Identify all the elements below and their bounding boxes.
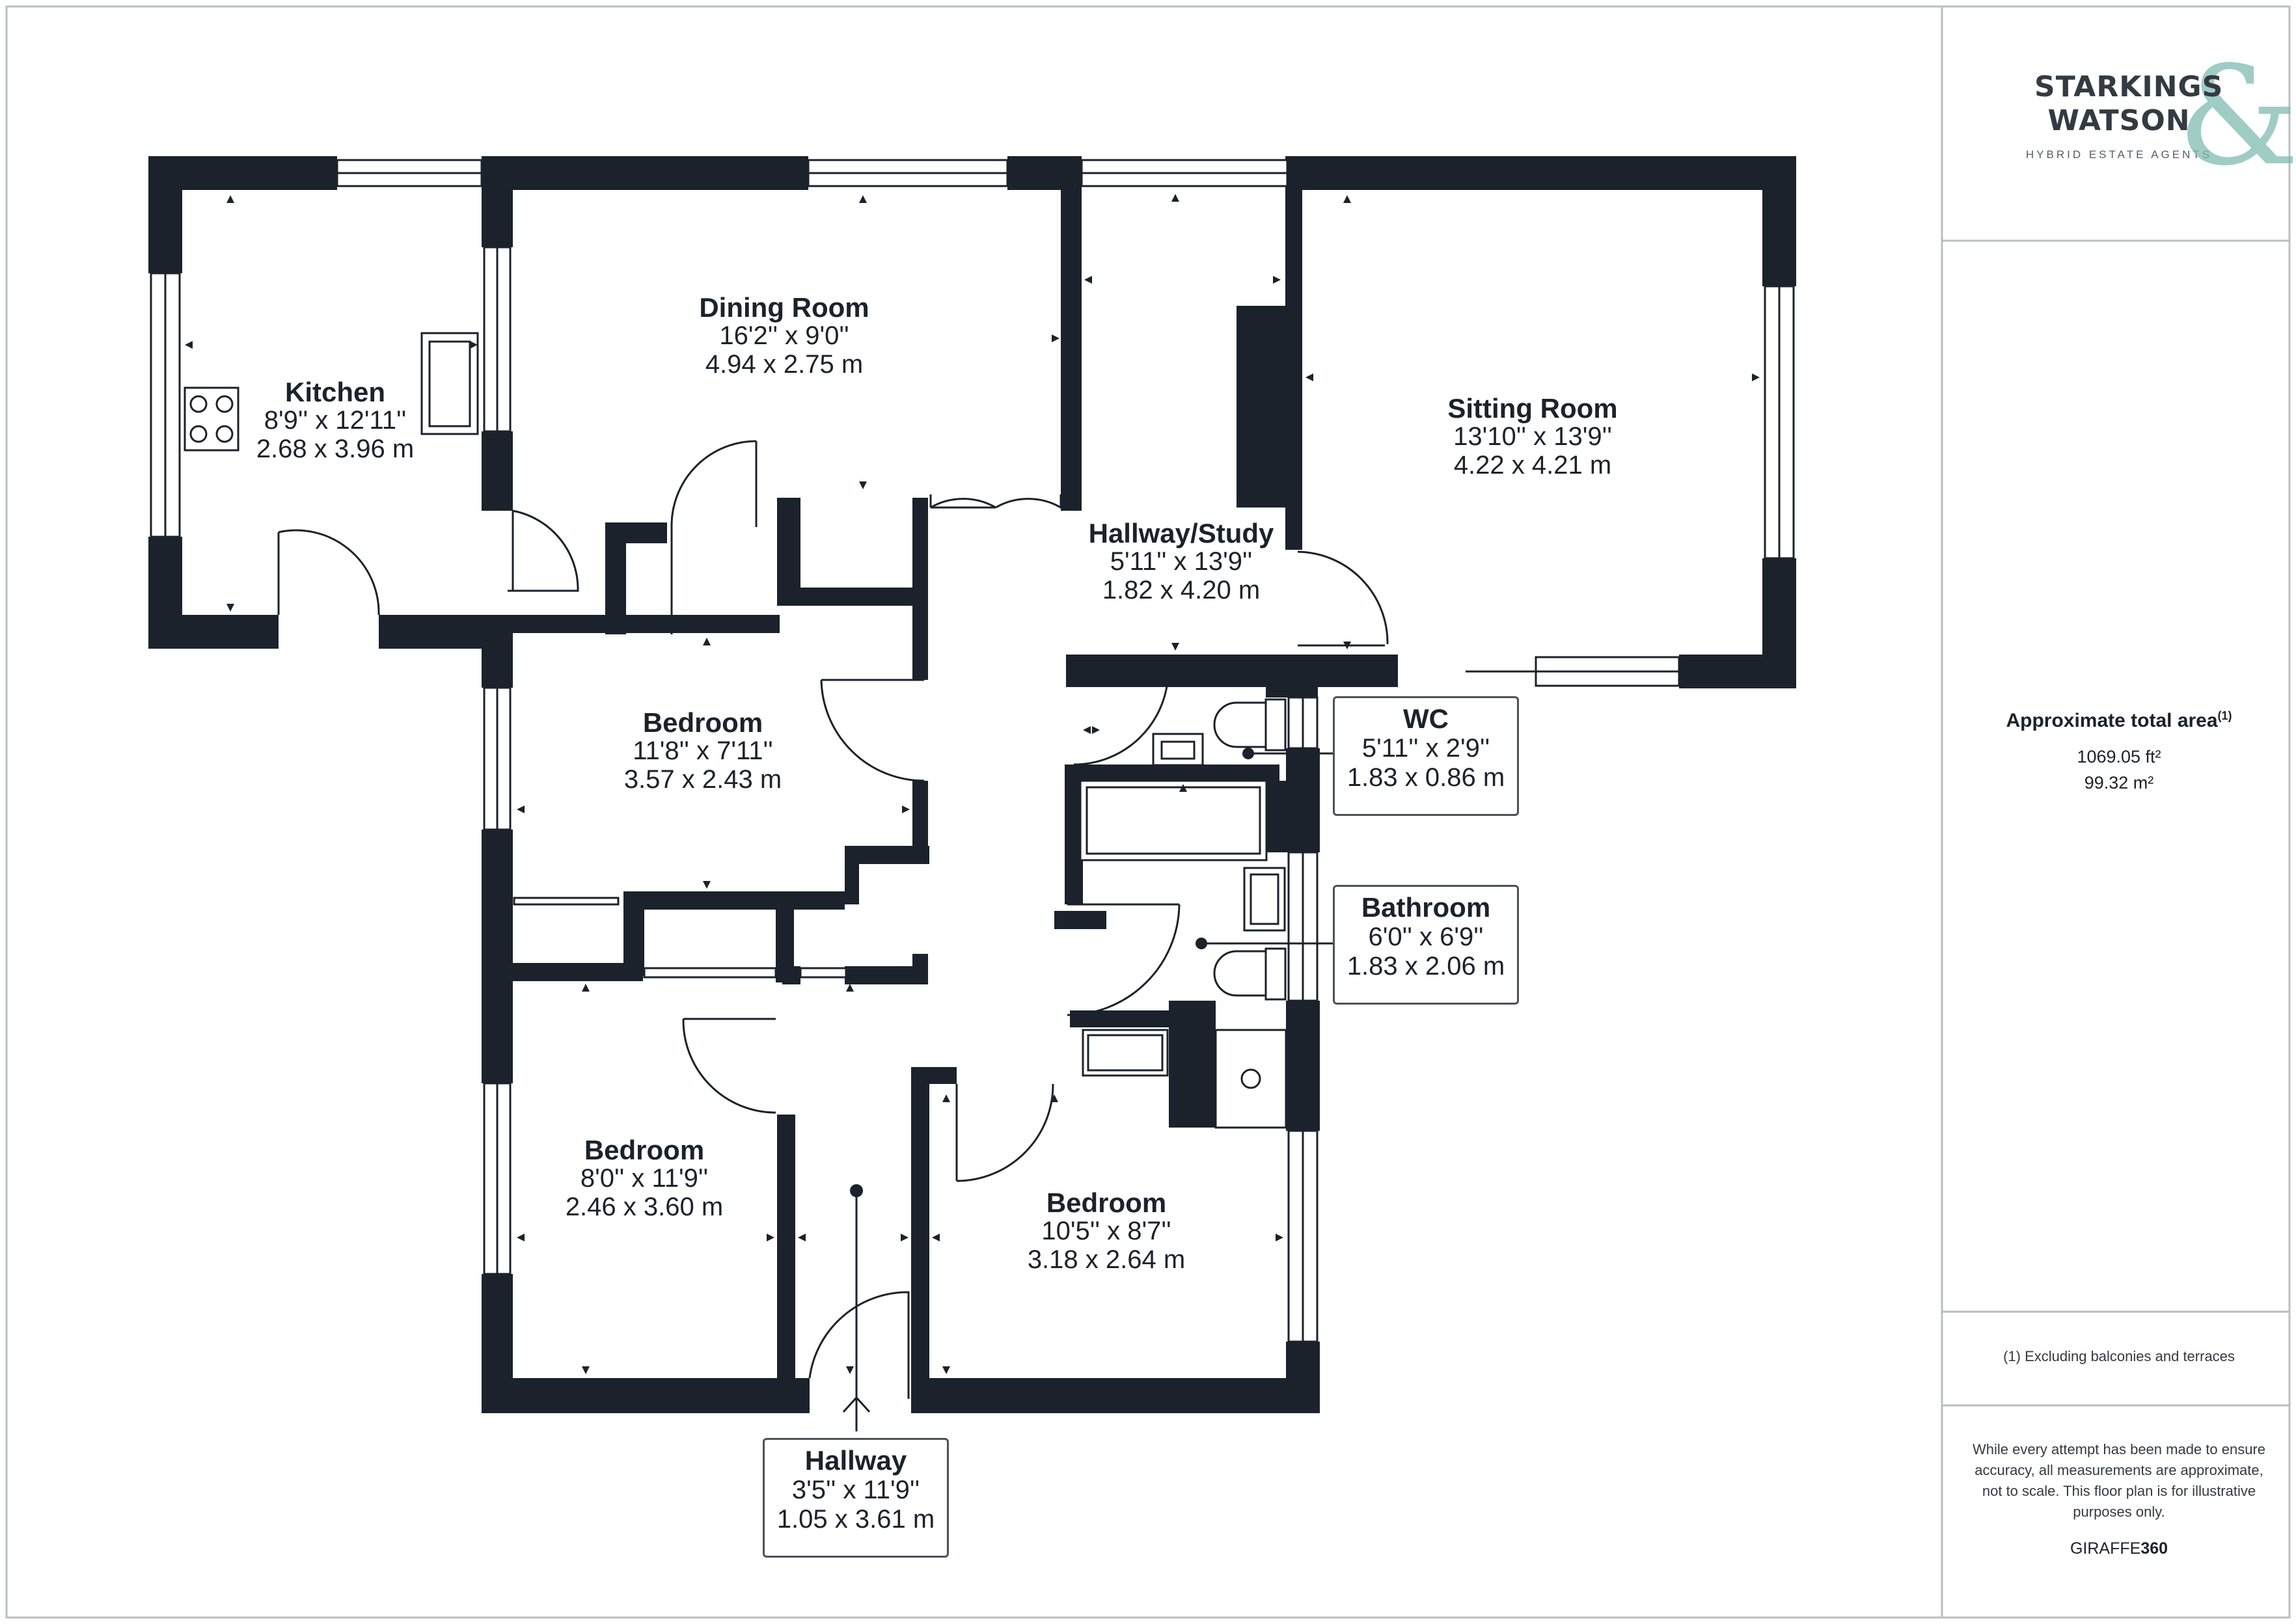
room-metric: 3.57 x 2.43 m	[623, 765, 782, 794]
brand-tagline: HYBRID ESTATE AGENTS	[2025, 148, 2213, 161]
area-footnote: (1) Excluding balconies and terraces	[2003, 1348, 2235, 1364]
dimension-markers	[185, 194, 1760, 1374]
room-metric: 1.83 x 2.06 m	[1346, 951, 1505, 981]
brand-name-line1: STARKINGS	[2034, 70, 2224, 103]
room-imperial: 6'0'' x 6'9''	[1368, 923, 1484, 952]
room-imperial: 8'0'' x 11'9''	[580, 1164, 709, 1193]
brand-logo: & STARKINGS WATSON HYBRID ESTATE AGENTS	[1942, 48, 2296, 185]
room-bedroom-2: Bedroom 8'0'' x 11'9'' 2.46 x 3.60 m	[501, 1135, 787, 1221]
room-bedroom-3: Bedroom 10'5'' x 8'7'' 3.18 x 2.64 m	[963, 1188, 1250, 1274]
disclaimer-text: While every attempt has been made to ens…	[1972, 1441, 2266, 1520]
room-name: Sitting Room	[1447, 393, 1618, 424]
area-title-text: Approximate total area	[2006, 710, 2218, 731]
entrance-marker	[842, 1191, 871, 1431]
room-metric: 4.94 x 2.75 m	[705, 349, 864, 379]
label-leaders	[1201, 752, 1333, 945]
credit-prefix: GIRAFFE	[2070, 1539, 2141, 1558]
room-imperial: 5'11'' x 13'9''	[1110, 547, 1253, 576]
shower	[1214, 1029, 1287, 1129]
room-imperial: 5'11'' x 2'9''	[1361, 734, 1490, 763]
room-kitchen: Kitchen 8'9'' x 12'11'' 2.68 x 3.96 m	[195, 377, 475, 463]
wc-toilet	[1213, 701, 1267, 748]
room-imperial: 16'2'' x 9'0''	[719, 321, 849, 351]
walls	[148, 156, 1796, 1413]
disclaimer-block: While every attempt has been made to ens…	[1942, 1439, 2296, 1558]
room-metric: 2.46 x 3.60 m	[565, 1192, 724, 1221]
room-hallway: Hallway 3'5'' x 11'9'' 1.05 x 3.61 m	[763, 1438, 949, 1558]
area-title: Approximate total area(1)	[1942, 709, 2296, 732]
room-metric: 1.82 x 4.20 m	[1102, 575, 1261, 604]
room-name: Hallway/Study	[1088, 518, 1274, 548]
room-name: Hallway	[804, 1445, 907, 1476]
room-name: Bathroom	[1361, 892, 1491, 923]
area-summary: Approximate total area(1) 1069.05 ft² 99…	[1942, 709, 2296, 796]
room-name: Kitchen	[284, 377, 385, 407]
room-bedroom-1: Bedroom 11'8'' x 7'11'' 3.57 x 2.43 m	[553, 708, 853, 794]
room-metric: 1.83 x 0.86 m	[1346, 763, 1505, 792]
room-name: Bedroom	[584, 1135, 705, 1165]
area-note-marker: (1)	[2217, 709, 2232, 722]
room-imperial: 10'5'' x 8'7''	[1041, 1217, 1171, 1246]
room-dining: Dining Room 16'2'' x 9'0'' 4.94 x 2.75 m	[631, 293, 937, 379]
doors	[277, 440, 1536, 1399]
area-sqft: 1069.05 ft²	[2077, 747, 2161, 766]
room-wc: WC 5'11'' x 2'9'' 1.83 x 0.86 m	[1333, 696, 1519, 816]
bath-toilet	[1213, 950, 1267, 997]
fixtures	[184, 332, 1287, 1129]
room-name: Dining Room	[699, 292, 869, 323]
room-imperial: 11'8'' x 7'11''	[633, 737, 773, 766]
ampersand-mark: &	[2178, 36, 2296, 196]
room-imperial: 8'9'' x 12'11''	[264, 406, 407, 435]
room-metric: 2.68 x 3.96 m	[256, 434, 415, 463]
credit-suffix: 360	[2140, 1539, 2168, 1558]
room-name: WC	[1403, 703, 1449, 734]
room-metric: 1.05 x 3.61 m	[776, 1504, 935, 1534]
area-sqm: 99.32 m²	[2084, 773, 2154, 792]
room-name: Bedroom	[642, 707, 763, 738]
room-bathroom: Bathroom 6'0'' x 6'9'' 1.83 x 2.06 m	[1333, 885, 1519, 1005]
room-name: Bedroom	[1046, 1187, 1167, 1218]
room-metric: 3.18 x 2.64 m	[1027, 1245, 1186, 1274]
room-metric: 4.22 x 4.21 m	[1453, 450, 1612, 480]
room-imperial: 3'5'' x 11'9''	[791, 1476, 920, 1505]
room-sitting: Sitting Room 13'10'' x 13'9'' 4.22 x 4.2…	[1386, 394, 1679, 480]
brand-name-line2: WATSON	[2047, 104, 2191, 137]
room-imperial: 13'10'' x 13'9''	[1453, 422, 1612, 452]
credit-logo: GIRAFFE360	[1942, 1539, 2296, 1558]
room-study: Hallway/Study 5'11'' x 13'9'' 1.82 x 4.2…	[1041, 519, 1321, 604]
windows	[150, 159, 1795, 1343]
